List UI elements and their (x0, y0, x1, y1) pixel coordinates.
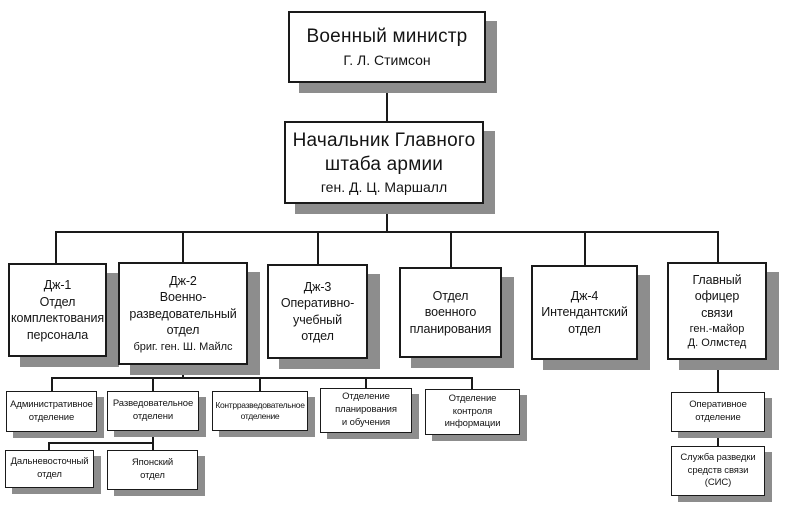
node-counterintelligence-label: Контрразведовательное отделение (215, 399, 305, 421)
connector-g2-down (182, 364, 184, 379)
node-war-minister: Военный министр Г. Л. Стимсон (288, 11, 486, 83)
node-war-minister-person: Г. Л. Стимсон (343, 51, 431, 68)
node-war-plans-label: Отдел военного планирования (409, 288, 492, 336)
node-g1-personnel: Дж-1 Отдел комплектования персонала (8, 263, 107, 357)
node-far-east-label: Дальневосточный отдел (10, 456, 89, 480)
node-g4-label: Дж-4 Интендантский отдел (541, 288, 628, 336)
connector-razv-down (152, 430, 154, 443)
node-g4-quartermaster: Дж-4 Интендантский отдел (531, 265, 638, 360)
node-sis-label: Служба разведки средств связи (СИС) (680, 451, 756, 489)
node-chief-of-staff: Начальник Главного штаба армии ген. Д. Ц… (284, 121, 484, 204)
node-chief-signal-officer: Главный офицер связи ген.-майор Д. Олмст… (667, 262, 767, 360)
node-planning-training-label: Отделение планирования и обучения (335, 391, 397, 428)
connector-drop-kontr (259, 377, 261, 392)
connector-drop-admin (51, 377, 53, 392)
connector-drop-wpd (450, 231, 452, 269)
node-planning-training-branch: Отделение планирования и обучения (320, 388, 412, 433)
node-g2-intelligence: Дж-2 Военно- разведовательный отдел бриг… (118, 262, 248, 365)
node-chief-of-staff-person: ген. Д. Ц. Маршалл (320, 179, 448, 196)
connector-drop-info (471, 377, 473, 390)
node-g1-label: Дж-1 Отдел комплектования персонала (10, 278, 105, 342)
node-intelligence-branch-label: Разведовательное отделени (112, 398, 194, 422)
node-war-plans-division: Отдел военного планирования (399, 267, 502, 358)
connector-main-horizontal (55, 231, 719, 233)
connector-drop-cso (717, 231, 719, 264)
connector-drop-g3 (317, 231, 319, 266)
node-intelligence-branch: Разведовательное отделени (107, 391, 199, 431)
node-operations-branch: Оперативное отделение (671, 392, 765, 432)
node-operations-branch-label: Оперативное отделение (689, 399, 747, 423)
node-signal-intelligence-service: Служба разведки средств связи (СИС) (671, 446, 765, 496)
node-administrative-label: Административное отделение (10, 398, 93, 423)
connector-bottom-horizontal (48, 442, 154, 444)
node-g2-person: бриг. ген. Ш. Майлс (133, 340, 233, 353)
node-counterintelligence-branch: Контрразведовательное отделение (212, 391, 308, 431)
node-far-east-section: Дальневосточный отдел (5, 450, 94, 488)
connector-oper-sis (717, 431, 719, 447)
connector-drop-g4 (584, 231, 586, 267)
node-japan-label: Японский отдел (131, 457, 174, 481)
node-cso-label: Главный офицер связи (692, 272, 742, 320)
connector-chief-down (386, 203, 388, 233)
connector-drop-razv (152, 377, 154, 392)
node-war-minister-label: Военный министр (306, 26, 468, 48)
node-information-control-branch: Отделение контроля информации (425, 389, 520, 435)
node-information-control-label: Отделение контроля информации (444, 392, 501, 430)
node-g2-label: Дж-2 Военно- разведовательный отдел (129, 273, 237, 338)
node-japan-section: Японский отдел (107, 450, 198, 490)
node-administrative-branch: Административное отделение (6, 391, 97, 432)
node-chief-of-staff-label: Начальник Главного штаба армии (292, 129, 476, 175)
connector-drop-plan (365, 377, 367, 389)
node-g3-label: Дж-3 Оперативно- учебный отдел (280, 279, 355, 344)
connector-cso-oper (717, 359, 719, 393)
connector-drop-g1 (55, 231, 57, 265)
connector-minister-chief (386, 83, 388, 123)
connector-drop-japan (152, 442, 154, 451)
node-cso-person: ген.-майор Д. Олмстед (687, 323, 747, 349)
connector-drop-fareast (48, 442, 50, 451)
connector-sub-horizontal (51, 377, 473, 379)
node-g3-operations-training: Дж-3 Оперативно- учебный отдел (267, 264, 368, 359)
connector-drop-g2 (182, 231, 184, 264)
